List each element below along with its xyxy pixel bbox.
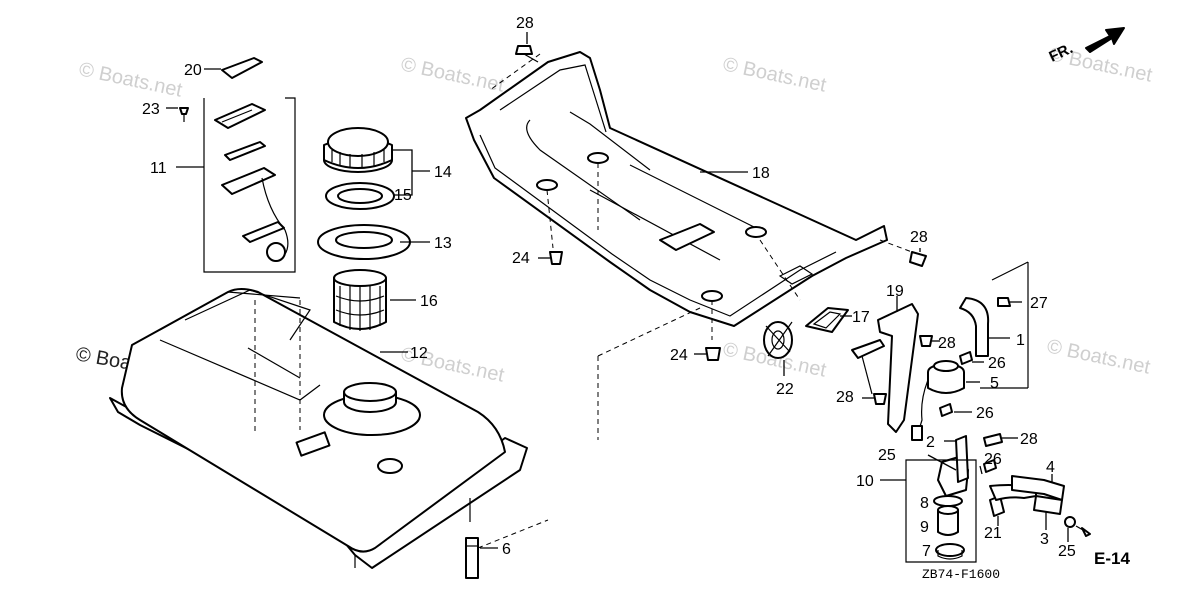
section-code: E-14 xyxy=(1094,549,1130,568)
callout-22: 22 xyxy=(776,381,794,398)
callout-28: 28 xyxy=(1020,431,1038,448)
callout-25: 25 xyxy=(878,447,896,464)
callout-27: 27 xyxy=(1030,295,1048,312)
callout-24: 24 xyxy=(512,250,530,267)
callout-8: 8 xyxy=(920,495,929,512)
callout-9: 9 xyxy=(920,519,929,536)
hardware xyxy=(465,32,927,579)
callout-28: 28 xyxy=(516,15,534,32)
callout-11: 11 xyxy=(150,160,167,177)
watermark: © Boats.net xyxy=(721,53,829,96)
callout-10: 10 xyxy=(856,473,874,490)
callout-26: 26 xyxy=(976,405,994,422)
grommet-and-clip xyxy=(763,307,852,376)
callout-20: 20 xyxy=(184,62,202,79)
callout-26: 26 xyxy=(984,451,1002,468)
watermark: © Boats.net xyxy=(399,53,507,96)
watermark: © Boats.net xyxy=(1045,335,1153,378)
callout-3: 3 xyxy=(1040,531,1049,548)
fuel-gauge-assembly xyxy=(166,57,296,273)
drawing-code: ZB74-F1600 xyxy=(922,567,1000,582)
callout-18: 18 xyxy=(752,165,770,182)
callout-12: 12 xyxy=(410,345,428,362)
callout-4: 4 xyxy=(1046,459,1055,476)
callout-17: 17 xyxy=(852,309,870,326)
callout-28: 28 xyxy=(836,389,854,406)
callout-23: 23 xyxy=(142,101,160,118)
callout-15: 15 xyxy=(394,187,412,204)
fuel-filler-parts xyxy=(317,127,430,353)
watermark: © Boats.net xyxy=(77,58,185,101)
callout-28: 28 xyxy=(938,335,956,352)
callout-25: 25 xyxy=(1058,543,1076,560)
callout-24: 24 xyxy=(670,347,688,364)
callout-26: 26 xyxy=(988,355,1006,372)
callout-14: 14 xyxy=(434,164,452,181)
callout-21: 21 xyxy=(984,525,1002,542)
callout-7: 7 xyxy=(922,543,931,560)
fuel-pump-assembly xyxy=(851,261,1029,441)
callout-16: 16 xyxy=(420,293,438,310)
callout-5: 5 xyxy=(990,375,999,392)
callout-28: 28 xyxy=(910,229,928,246)
callout-numbers: 1 2 3 4 5 6 7 8 9 10 11 12 13 14 15 16 1… xyxy=(142,15,1076,560)
fuel-tank xyxy=(109,288,528,569)
callout-19: 19 xyxy=(886,283,904,300)
callout-6: 6 xyxy=(502,541,511,558)
under-cover xyxy=(465,51,913,340)
callout-2: 2 xyxy=(926,434,935,451)
callout-13: 13 xyxy=(434,235,452,252)
fuel-valve-assembly xyxy=(880,433,1091,563)
callout-1: 1 xyxy=(1016,332,1025,349)
